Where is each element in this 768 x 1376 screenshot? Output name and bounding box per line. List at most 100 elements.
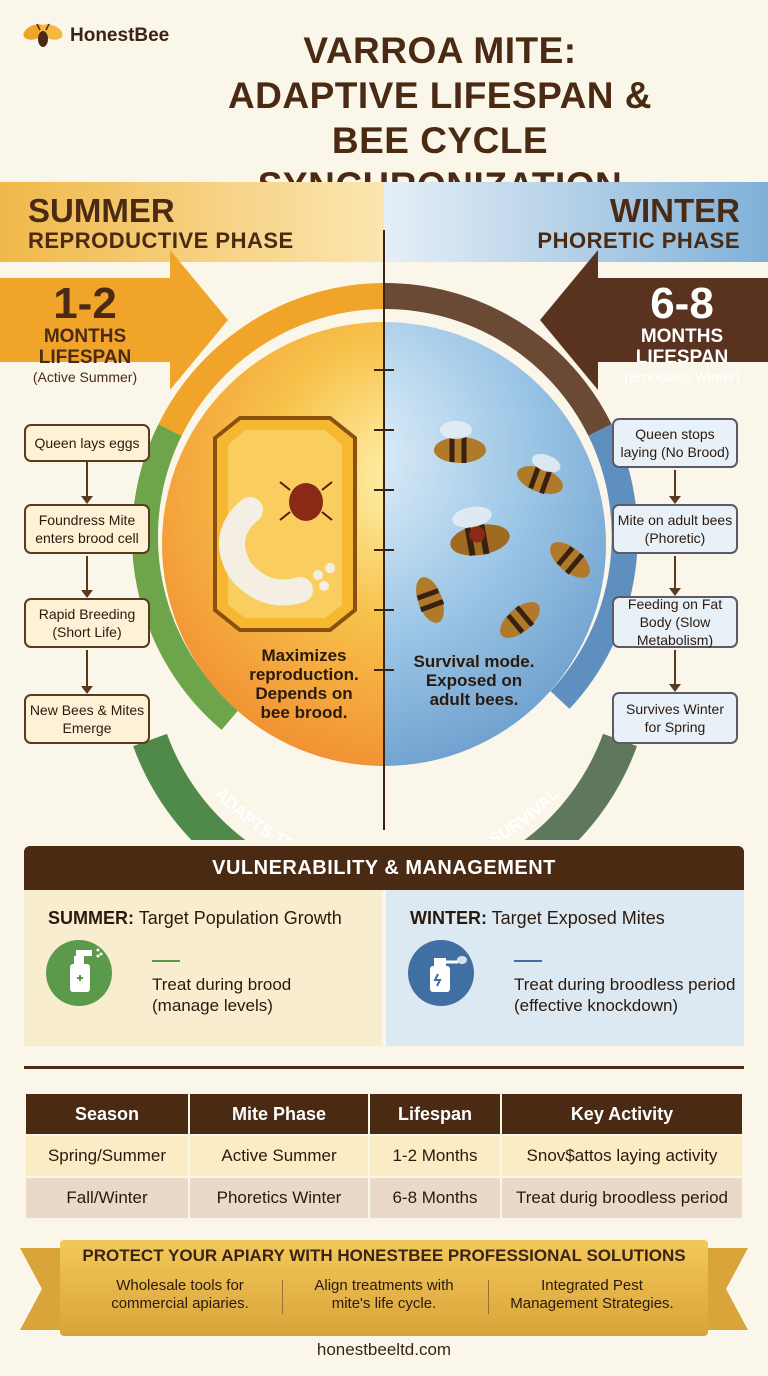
- banner-text: mite's life cycle.: [331, 1295, 437, 1312]
- spray-bottle-icon: [46, 940, 112, 1006]
- green-cycle-arc: [131, 424, 239, 730]
- table-cell: Phoretics Winter: [190, 1178, 368, 1218]
- winter-heading: WINTER: [609, 192, 740, 229]
- winter-lifespan-note: (Broodless Winter): [624, 369, 740, 385]
- summer-lifespan-note: (Active Summer): [32, 369, 138, 385]
- summer-accent-dash: [152, 960, 180, 962]
- promo-banner: [60, 1240, 708, 1336]
- cycle-diagram: ADAPTS TO SEASONAL CYCLE FOR SURVIVAL: [0, 230, 768, 840]
- summer-treatment-note: (manage levels): [152, 996, 273, 1015]
- banner-separator: [282, 1280, 283, 1314]
- winter-management-panel: WINTER: Target Exposed Mites Treat durin…: [386, 890, 744, 1046]
- mite-icon: [289, 483, 323, 521]
- banner-column: Wholesale tools for commercial apiaries.: [80, 1277, 280, 1313]
- title-line: VARROA MITE:: [303, 30, 577, 71]
- table-cell: Treat durig broodless period: [502, 1178, 742, 1218]
- summer-lifespan-value: 1-2: [53, 279, 117, 328]
- timeline-ticks: [374, 369, 394, 671]
- winter-treatment-line: Treat during broodless period: [514, 975, 736, 994]
- winter-step: Mite on adult bees (Phoretic): [612, 504, 738, 554]
- summer-step: New Bees & Mites Emerge: [24, 694, 150, 744]
- management-heading: VULNERABILITY & MANAGEMENT: [24, 846, 744, 890]
- table-cell: Spring/Summer: [26, 1136, 188, 1176]
- winter-target: WINTER: Target Exposed Mites: [410, 908, 665, 929]
- flow-arrow: [669, 650, 681, 692]
- banner-column: Integrated Pest Management Strategies.: [492, 1277, 692, 1313]
- banner-separator: [488, 1280, 489, 1314]
- banner-ribbon: [20, 1248, 748, 1330]
- banner-text: Integrated Pest: [541, 1277, 643, 1294]
- summer-treatment: Treat during brood (manage levels): [152, 974, 291, 1016]
- flow-arrow: [669, 470, 681, 504]
- cycle-arc-text: ADAPTS TO SEASONAL CYCLE FOR SURVIVAL: [211, 784, 562, 840]
- banner-column: Align treatments with mite's life cycle.: [284, 1277, 484, 1313]
- website-link[interactable]: honestbeeltd.com: [316, 1340, 452, 1359]
- winter-target-text: Target Exposed Mites: [491, 908, 665, 928]
- table-cell: Snov$attos laying activity: [502, 1136, 742, 1176]
- summer-heading: SUMMER: [28, 192, 175, 229]
- brood-cell-illustration: [213, 416, 357, 632]
- summer-band: [0, 182, 384, 262]
- bees-illustration: [416, 421, 590, 638]
- summer-lifespan-label: LIFESPAN: [38, 347, 132, 368]
- summer-management-panel: SUMMER: Target Population Growth Treat d…: [24, 890, 382, 1046]
- flow-arrow: [81, 556, 93, 598]
- blue-cycle-arc: [550, 424, 638, 709]
- winter-circle-caption: Survival mode. Exposed on adult bees.: [413, 652, 535, 709]
- banner-text: Align treatments with: [314, 1277, 454, 1294]
- winter-treatment-note: (effective knockdown): [514, 996, 679, 1015]
- table-cell: Active Summer: [190, 1136, 368, 1176]
- winter-months-label: MONTHS: [640, 326, 724, 347]
- banner-text: commercial apiaries.: [111, 1295, 249, 1312]
- banner-heading: PROTECT YOUR APIARY WITH HONESTBEE PROFE…: [82, 1246, 686, 1265]
- table-row: Spring/Summer Active Summer 1-2 Months S…: [26, 1136, 742, 1176]
- fogger-icon: [408, 940, 474, 1006]
- winter-band: [384, 182, 768, 262]
- summer-months-label: MONTHS: [43, 326, 127, 347]
- bee-logo-icon: [23, 23, 63, 47]
- winter-accent-dash: [514, 960, 542, 962]
- brand-logo: HonestBee: [22, 22, 169, 50]
- winter-step: Queen stops laying (No Brood): [612, 418, 738, 468]
- table-header-row: Season Mite Phase Lifespan Key Activity: [26, 1094, 742, 1134]
- table-header: Lifespan: [370, 1094, 500, 1134]
- table-cell: 1-2 Months: [370, 1136, 500, 1176]
- summer-target-text: Target Population Growth: [138, 908, 342, 928]
- winter-step: Feeding on Fat Body (Slow Metabolism): [612, 596, 738, 648]
- winter-step: Survives Winter for Spring: [612, 692, 738, 744]
- banner-text: Management Strategies.: [510, 1295, 674, 1312]
- table-header: Mite Phase: [190, 1094, 368, 1134]
- winter-target-season: WINTER:: [410, 908, 487, 928]
- summer-lifespan-arrow: [0, 250, 228, 390]
- table-header: Season: [26, 1094, 188, 1134]
- winter-cycle-arc: [383, 282, 612, 436]
- summer-subheading: REPRODUCTIVE PHASE: [28, 228, 294, 253]
- winter-lifespan-value: 6-8: [650, 279, 714, 328]
- summer-circle-caption: Maximizes reproduction. Depends on bee b…: [249, 646, 359, 722]
- summer-lifespan: 1-2 MONTHS LIFESPAN (Active Summer): [0, 282, 170, 386]
- summer-step: Queen lays eggs: [24, 424, 150, 462]
- winter-lifespan-arrow: [540, 250, 768, 390]
- section-divider: [24, 1066, 744, 1069]
- table-header: Key Activity: [502, 1094, 742, 1134]
- table-cell: 6-8 Months: [370, 1178, 500, 1218]
- winter-subheading: PHORETIC PHASE: [537, 228, 740, 253]
- summer-step: Foundress Mite enters brood cell: [24, 504, 150, 554]
- brand-name: HonestBee: [70, 25, 170, 46]
- table-row: Fall/Winter Phoretics Winter 6-8 Months …: [26, 1178, 742, 1218]
- winter-treatment: Treat during broodless period (effective…: [514, 974, 735, 1016]
- summer-cycle-arc: [158, 283, 385, 436]
- banner-text: Wholesale tools for: [116, 1277, 244, 1294]
- title-line: ADAPTIVE LIFESPAN &: [227, 75, 653, 116]
- winter-lifespan: 6-8 MONTHS LIFESPAN (Broodless Winter): [596, 282, 768, 386]
- flow-arrow: [81, 462, 93, 504]
- winter-lifespan-label: LIFESPAN: [635, 347, 729, 368]
- table-cell: Fall/Winter: [26, 1178, 188, 1218]
- summer-target-season: SUMMER:: [48, 908, 134, 928]
- season-table: Season Mite Phase Lifespan Key Activity …: [24, 1092, 744, 1220]
- flow-arrow: [669, 556, 681, 596]
- summer-step: Rapid Breeding (Short Life): [24, 598, 150, 648]
- summer-target: SUMMER: Target Population Growth: [48, 908, 342, 929]
- summer-treatment-line: Treat during brood: [152, 975, 292, 994]
- flow-arrow: [81, 650, 93, 694]
